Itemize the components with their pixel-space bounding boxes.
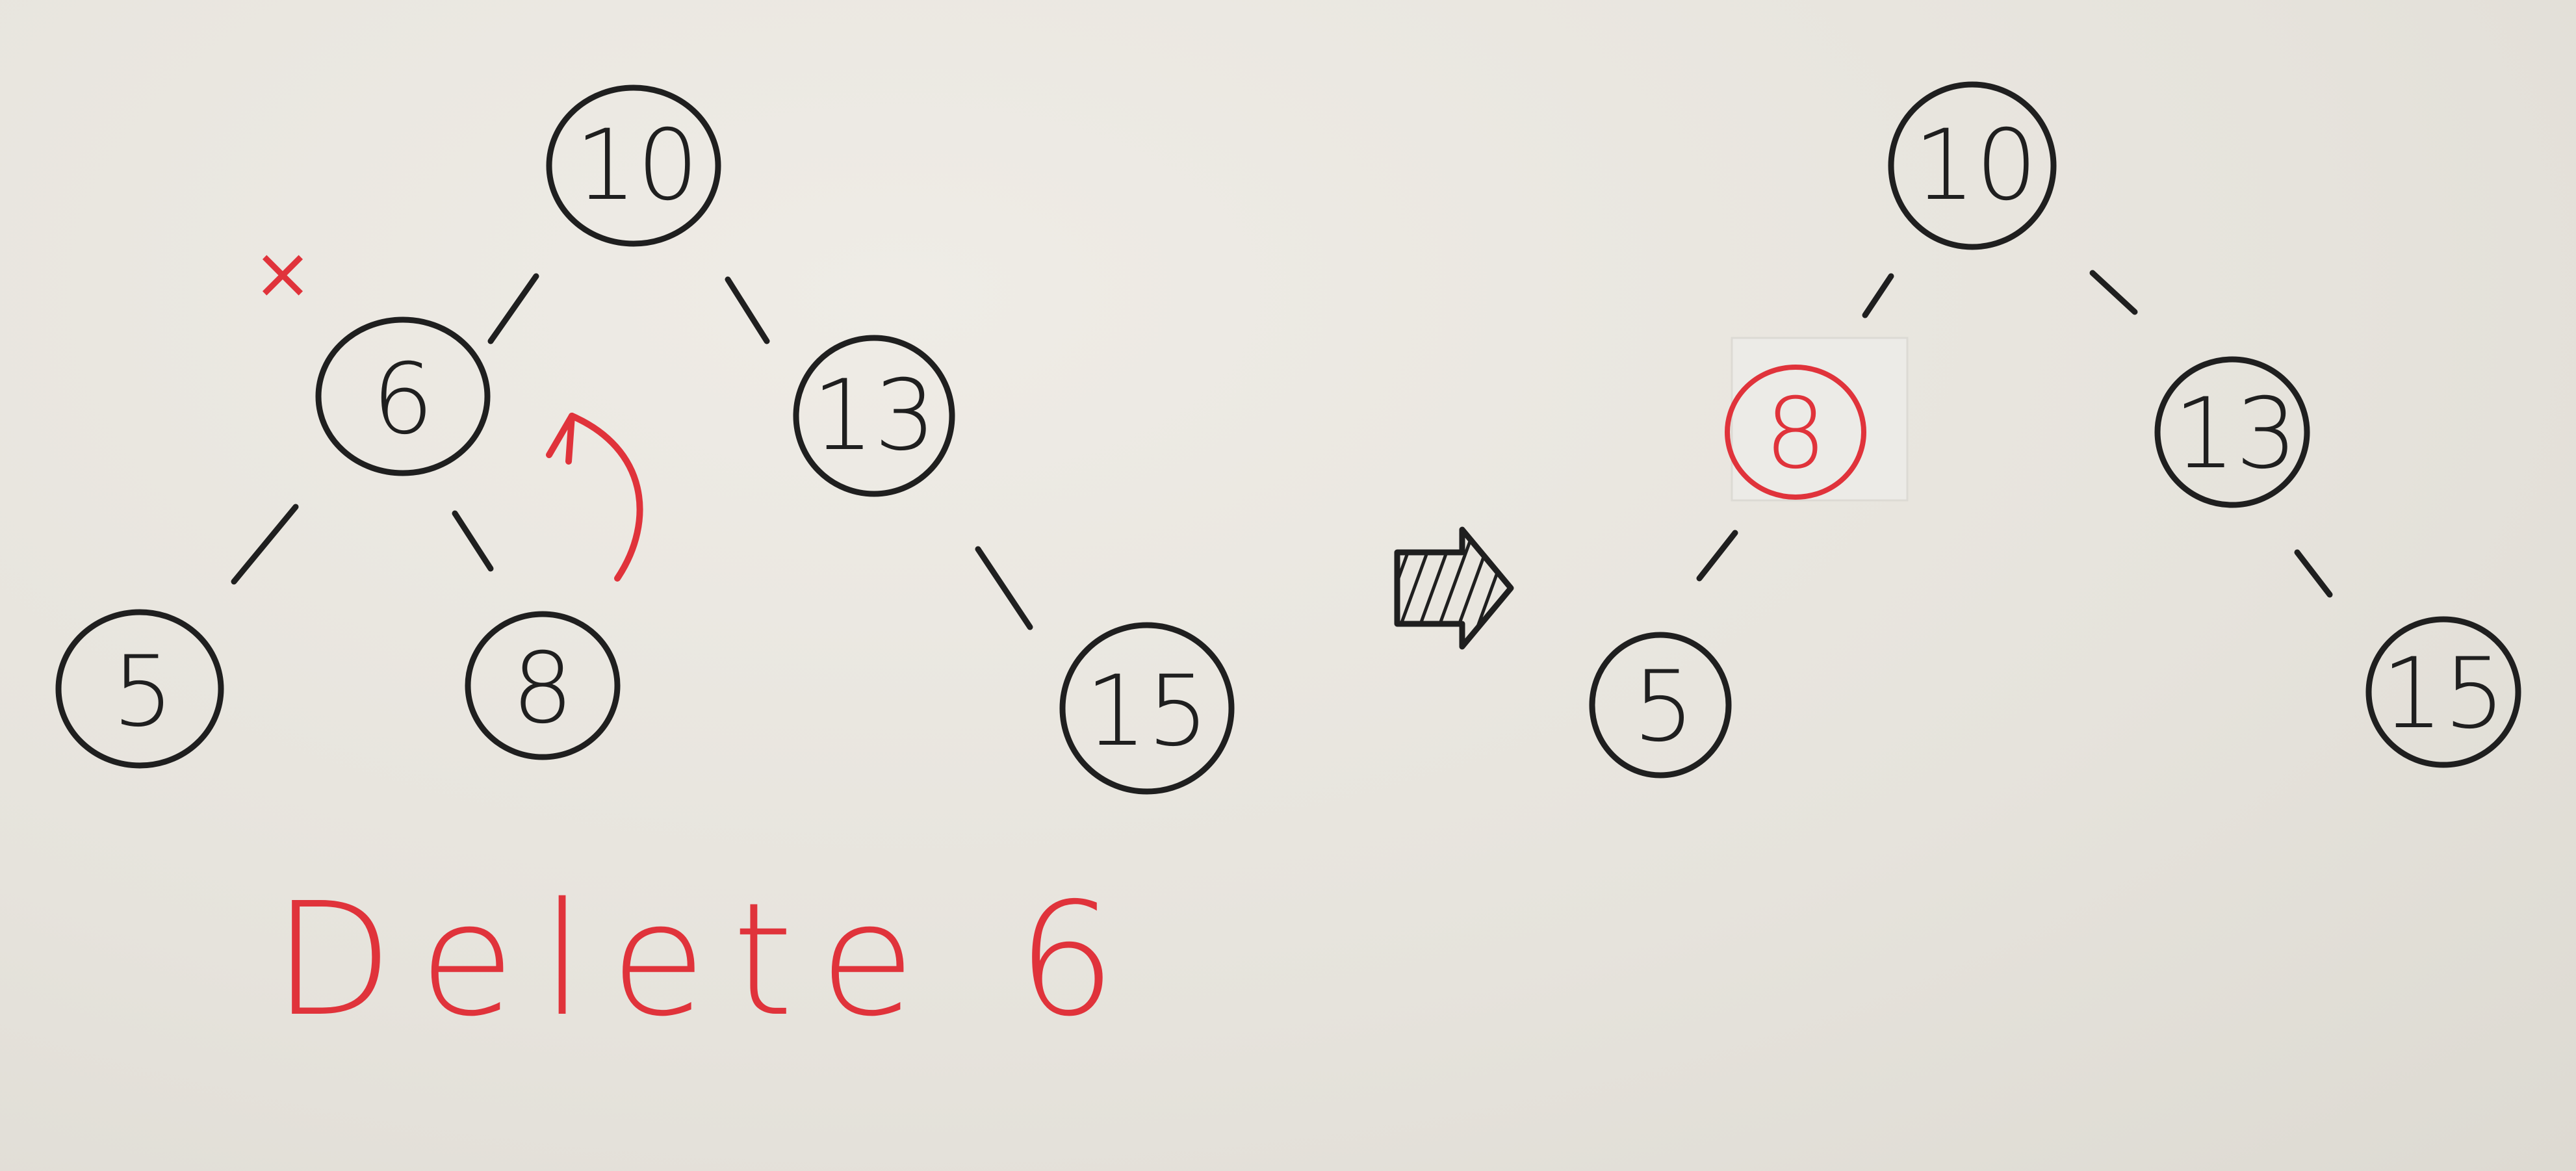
- after-node-right-right: 15: [2365, 616, 2521, 768]
- after-node-right-label: 13: [2174, 378, 2298, 491]
- before-node-root: 10: [546, 84, 721, 247]
- edge-6-5: [231, 504, 299, 585]
- delete-mark: ×: [253, 231, 313, 315]
- edge-6-8: [452, 510, 494, 572]
- before-node-right-right-label: 15: [1085, 655, 1209, 768]
- after-node-left-left-label: 5: [1632, 650, 1694, 764]
- before-tree: 10 6 13 5 8: [55, 84, 1235, 795]
- before-node-right: 13: [793, 335, 955, 497]
- after-node-right: 13: [2154, 356, 2310, 508]
- after-node-left-label: 8: [1764, 378, 1826, 491]
- correction-tape: [1731, 337, 1909, 502]
- after-node-left-left: 5: [1589, 632, 1732, 779]
- after-edge-10-8: [1862, 273, 1894, 318]
- before-node-left: 6: [315, 316, 491, 476]
- hatched-right-arrow-icon: [1394, 526, 1514, 650]
- before-node-root-label: 10: [575, 109, 699, 222]
- edge-10-6: [487, 273, 539, 344]
- after-edge-8-5: [1696, 530, 1738, 582]
- curved-arrow-icon: [546, 413, 643, 582]
- after-node-left: 8: [1725, 365, 1866, 500]
- before-node-left-right: 8: [465, 611, 621, 760]
- edge-13-15: [975, 546, 1033, 630]
- after-node-root-label: 10: [1914, 109, 2038, 222]
- before-node-left-left: 5: [55, 609, 224, 769]
- after-tree: 10 8 13 5 15: [1589, 81, 2521, 779]
- before-node-right-label: 13: [812, 359, 936, 472]
- after-node-right-right-label: 15: [2382, 637, 2506, 751]
- after-edge-10-13: [2089, 270, 2138, 315]
- before-node-left-label: 6: [372, 343, 433, 456]
- before-node-left-left-label: 5: [112, 636, 174, 749]
- caption: Delete 6: [273, 869, 1142, 1051]
- before-node-left-right-label: 8: [511, 632, 573, 745]
- after-edge-13-15: [2294, 549, 2333, 598]
- before-node-right-right: 15: [1059, 622, 1235, 795]
- edge-10-13: [725, 276, 770, 344]
- after-node-root: 10: [1888, 81, 2057, 250]
